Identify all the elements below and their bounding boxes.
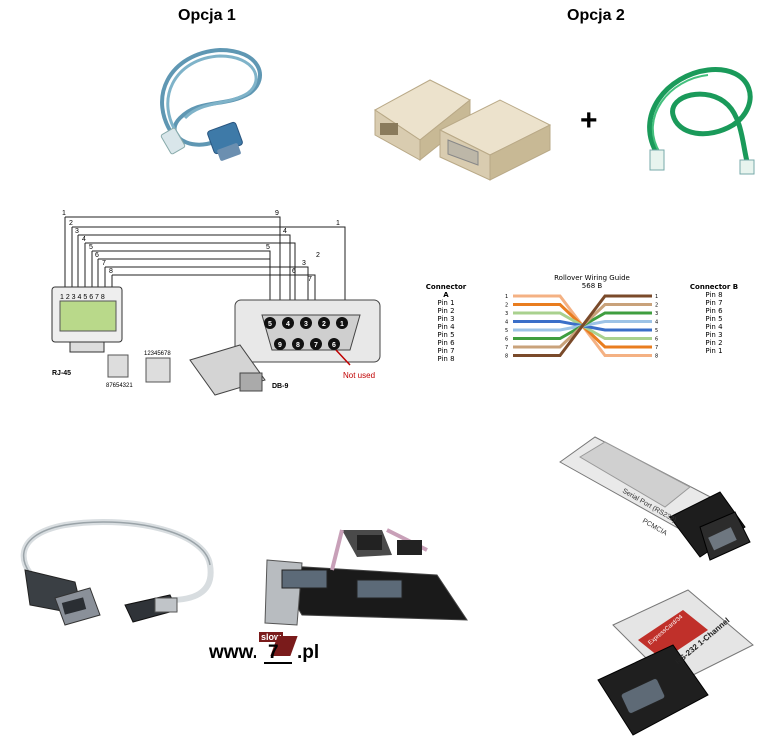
rollover-subtitle: 568 B (581, 282, 603, 290)
db9-label: DB-9 (272, 383, 288, 390)
rollover-pin-number-a: 2 (505, 303, 508, 309)
rollover-pin-number-a: 4 (505, 320, 508, 326)
rollover-pin-number-a: 3 (505, 311, 508, 317)
rollover-pin-number-b: 8 (655, 354, 658, 360)
badge-number: 7 (268, 642, 279, 663)
db9-pin: 9 (278, 342, 282, 349)
pin-label: Pin 3 (705, 331, 723, 339)
rollover-pin-number-b: 4 (655, 320, 658, 326)
not-used-label: Not used (343, 371, 375, 380)
pin-label: Pin 6 (705, 307, 723, 315)
wire-number-right: 4 (283, 228, 287, 235)
connector-b-title: Connector B (689, 283, 739, 291)
pcie-serial-card-image (264, 528, 468, 626)
rollover-pin-number-a: 8 (505, 354, 508, 360)
pin-label: Pin 2 (705, 339, 723, 347)
db9-pin: 4 (286, 321, 290, 328)
wire-number-right: 3 (302, 260, 306, 267)
db9-pin: 5 (268, 321, 272, 328)
pin-label: Pin 5 (437, 331, 455, 339)
pin-label: Pin 4 (437, 323, 455, 331)
wire-number-right: 6 (292, 268, 296, 275)
wire-number-left: 6 (95, 252, 99, 259)
rollover-wire (513, 294, 652, 357)
watermark-prefix: www. (209, 642, 258, 663)
expresscard-serial-image: RS-232 1-Channel ExpressCard/34 (597, 589, 754, 736)
pin-label: Pin 1 (705, 347, 723, 355)
connector-a-title: Connector (425, 283, 467, 291)
wire-number-left: 2 (69, 220, 73, 227)
plus-sign: + (580, 104, 598, 137)
wire-number-left: 4 (82, 236, 86, 243)
db9-pin: 8 (296, 342, 300, 349)
green-ethernet-cable-image (647, 67, 755, 175)
db9-pin: 7 (314, 342, 318, 349)
rollover-pin-number-a: 6 (505, 337, 508, 343)
pin-label: Pin 3 (437, 315, 455, 323)
plug-numbers: 87654321 (106, 383, 133, 389)
db9-rj45-adapters-image (374, 79, 552, 181)
rollover-guide-title: Rollover Wiring Guide 568 B (552, 274, 632, 290)
rollover-console-cable-image (160, 47, 262, 161)
pin-label: Pin 2 (437, 307, 455, 315)
pin-label: Pin 4 (705, 323, 723, 331)
connector-a-pinlist: Connector A Pin 1 Pin 2 Pin 3 Pin 4 Pin … (425, 283, 467, 363)
pin-label: Pin 8 (437, 355, 455, 363)
rollover-pin-number-b: 1 (655, 294, 658, 300)
db9-pin: 6 (332, 342, 336, 349)
rollover-pin-number-b: 2 (655, 303, 658, 309)
slow7-badge: slow 7 (256, 630, 298, 664)
rollover-title: Rollover Wiring Guide (554, 274, 630, 282)
option1-title: Opcja 1 (178, 7, 236, 24)
wire-number-right: 7 (308, 276, 312, 283)
db9-pin: 3 (304, 321, 308, 328)
wire-number-left: 8 (109, 268, 113, 275)
watermark-suffix: .pl (297, 642, 320, 663)
badge-top: slow (259, 632, 284, 642)
connector-b-pinlist: Connector B Pin 8 Pin 7 Pin 6 Pin 5 Pin … (688, 283, 740, 355)
rollover-pin-number-b: 6 (655, 337, 658, 343)
rollover-pin-number-a: 1 (505, 294, 508, 300)
rollover-pin-number-b: 5 (655, 328, 658, 334)
wire-number-left: 1 (62, 210, 66, 217)
wire-number-right: 1 (336, 220, 340, 227)
wire-number-left: 3 (75, 228, 79, 235)
pcmcia-serial-card-image: Serial Port (RS232) PCMCIA (559, 436, 751, 561)
rj45-label: RJ-45 (52, 370, 71, 377)
pin-label: Pin 8 (705, 291, 723, 299)
usb-serial-adapter-image (20, 518, 214, 626)
pin-label: Pin 7 (437, 347, 455, 355)
wire-number-right: 5 (266, 244, 270, 251)
jack-numbers: 12345678 (144, 351, 171, 357)
wire-number-left: 7 (102, 260, 106, 267)
wire-number-right: 9 (275, 210, 279, 217)
pin-label: Pin 1 (437, 299, 455, 307)
pin-label: Pin 7 (705, 299, 723, 307)
option2-title: Opcja 2 (567, 7, 625, 24)
wire-number-left: 5 (89, 244, 93, 251)
pin-label: Pin 6 (437, 339, 455, 347)
rollover-pin-number-b: 3 (655, 311, 658, 317)
db9-pin: 1 (340, 321, 344, 328)
rollover-wiring-diagram: 1 8 2 7 3 6 4 5 5 4 6 3 7 2 8 1 (505, 294, 658, 360)
rj45-pin-row: 1 2 3 4 5 6 7 8 (60, 294, 105, 301)
db9-pin: 2 (322, 321, 326, 328)
wire-number-right: 2 (316, 252, 320, 259)
pin-label: Pin 5 (705, 315, 723, 323)
rollover-pin-number-a: 5 (505, 328, 508, 334)
rollover-pin-number-b: 7 (655, 345, 658, 351)
connector-a-sub: A (443, 291, 449, 299)
rollover-pin-number-a: 7 (505, 345, 508, 351)
rj45-db9-pinout-diagram: 1 2 3 4 5 6 7 8 9 1 4 5 2 3 6 7 1 2 3 4 … (51, 210, 381, 396)
